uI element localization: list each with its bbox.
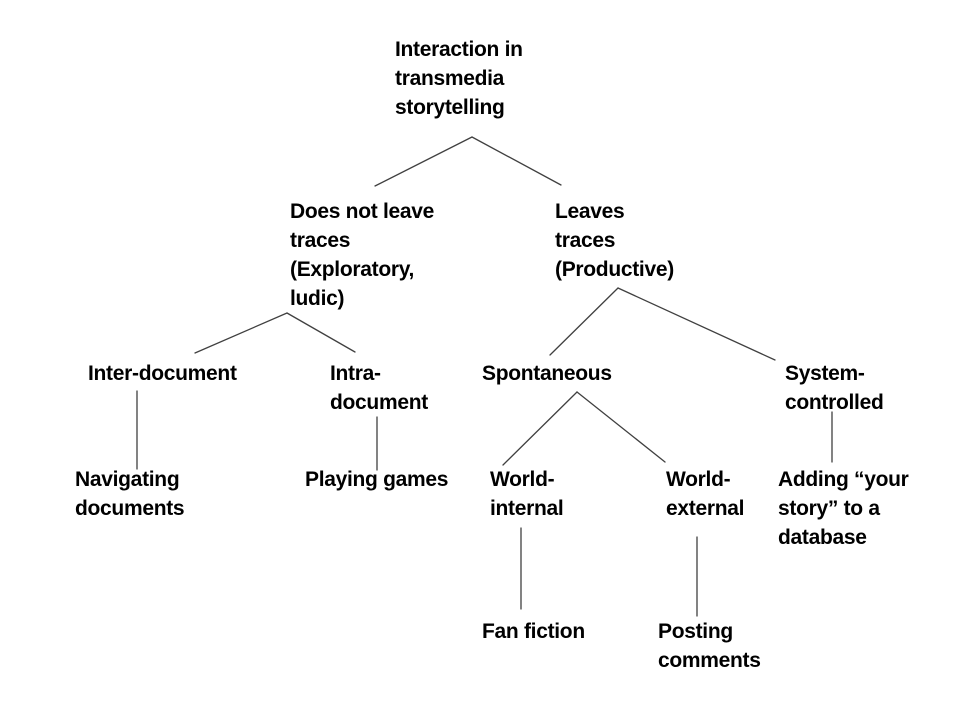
node-does-not-leave-traces: Does not leave traces (Exploratory, ludi…: [290, 197, 434, 313]
node-world-external-line-1: World-: [666, 468, 731, 491]
node-adding-your-story-line-1: Adding “your: [778, 468, 909, 491]
edge-spontaneous-world-external: [576, 391, 666, 463]
node-system-controlled: System- controlled: [785, 359, 884, 417]
node-adding-your-story-line-2: story” to a: [778, 497, 880, 520]
node-system-controlled-line-2: controlled: [785, 391, 884, 414]
node-leaves-traces-line-1: Leaves: [555, 200, 625, 223]
node-root-line-3: storytelling: [395, 96, 505, 119]
node-adding-your-story-line-3: database: [778, 526, 867, 549]
node-playing-games: Playing games: [305, 465, 448, 494]
edge-leaves-traces-system-controlled: [617, 287, 776, 361]
edge-no-traces-inter-document: [194, 312, 288, 354]
node-navigating-documents: Navigating documents: [75, 465, 185, 523]
node-intra-document-line-2: document: [330, 391, 428, 414]
node-does-not-leave-traces-line-3: (Exploratory,: [290, 258, 415, 281]
node-spontaneous-line-1: Spontaneous: [482, 362, 612, 385]
node-spontaneous: Spontaneous: [482, 359, 612, 388]
node-fan-fiction-line-1: Fan fiction: [482, 620, 585, 643]
node-root-line-2: transmedia: [395, 67, 505, 90]
node-playing-games-line-1: Playing games: [305, 468, 449, 491]
node-leaves-traces-line-3: (Productive): [555, 258, 674, 281]
node-inter-document-line-1: Inter-document: [88, 362, 237, 385]
node-posting-comments-line-2: comments: [658, 649, 761, 672]
edge-root-leaves-traces: [471, 136, 562, 186]
node-adding-your-story: Adding “your story” to a database: [778, 465, 909, 552]
node-intra-document: Intra- document: [330, 359, 428, 417]
node-root: Interaction in transmedia storytelling: [395, 35, 523, 122]
edge-root-no-traces: [374, 136, 473, 187]
node-world-external-line-2: external: [666, 497, 745, 520]
node-world-external: World- external: [666, 465, 744, 523]
node-inter-document: Inter-document: [88, 359, 237, 388]
node-does-not-leave-traces-line-2: traces: [290, 229, 351, 252]
node-fan-fiction: Fan fiction: [482, 617, 585, 646]
edge-leaves-traces-spontaneous: [549, 287, 619, 356]
node-does-not-leave-traces-line-4: ludic): [290, 287, 345, 310]
node-does-not-leave-traces-line-1: Does not leave: [290, 200, 435, 223]
node-system-controlled-line-1: System-: [785, 362, 865, 385]
node-intra-document-line-1: Intra-: [330, 362, 381, 385]
node-world-internal-line-1: World-: [490, 468, 555, 491]
node-world-internal: World- internal: [490, 465, 564, 523]
node-navigating-documents-line-2: documents: [75, 497, 185, 520]
node-posting-comments-line-1: Posting: [658, 620, 733, 643]
edge-no-traces-intra-document: [286, 312, 356, 353]
node-leaves-traces: Leaves traces (Productive): [555, 197, 674, 284]
node-root-line-1: Interaction in: [395, 38, 523, 61]
node-posting-comments: Posting comments: [658, 617, 761, 675]
node-leaves-traces-line-2: traces: [555, 229, 616, 252]
node-world-internal-line-2: internal: [490, 497, 564, 520]
edge-spontaneous-world-internal: [502, 391, 578, 466]
node-navigating-documents-line-1: Navigating: [75, 468, 180, 491]
